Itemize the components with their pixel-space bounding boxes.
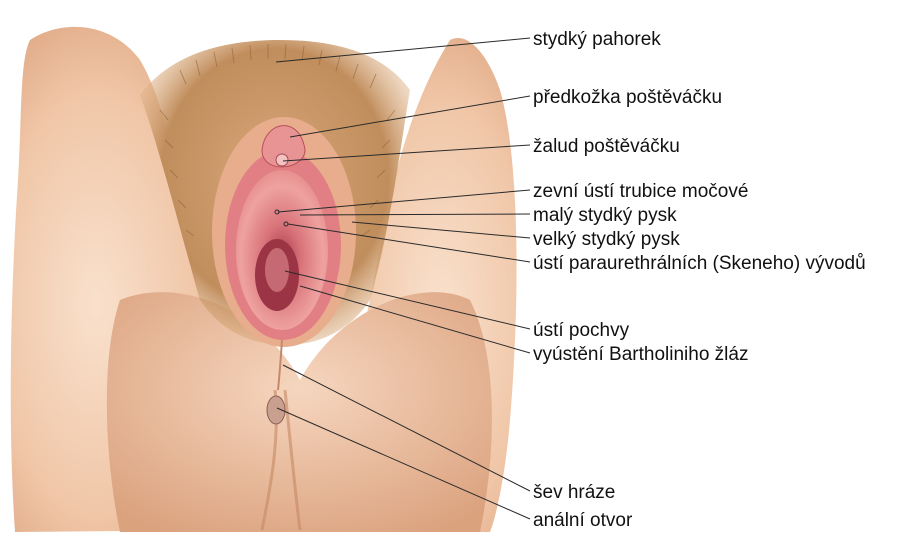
label-raphe: šev hráze [533, 482, 615, 503]
body-illustration [11, 27, 517, 532]
label-bartholin: vyústění Bartholiniho žláz [533, 344, 748, 365]
clitoral-glans [276, 154, 288, 166]
label-glans: žalud poštěváčku [533, 136, 680, 157]
vaginal-inner [265, 248, 289, 292]
label-mons: stydký pahorek [533, 29, 661, 50]
label-skene: ústí paraurethrálních (Skeneho) vývodů [533, 253, 866, 274]
label-anus: anální otvor [533, 510, 633, 531]
label-prepuce: předkožka poštěváčku [533, 87, 722, 108]
label-vagina: ústí pochvy [533, 320, 630, 341]
label-labia-majora: velký stydký pysk [533, 229, 680, 250]
label-labia-minora: malý stydký pysk [533, 205, 677, 226]
labels: stydký pahorek předkožka poštěváčku žalu… [533, 29, 866, 531]
label-urethra: zevní ústí trubice močové [533, 181, 748, 202]
